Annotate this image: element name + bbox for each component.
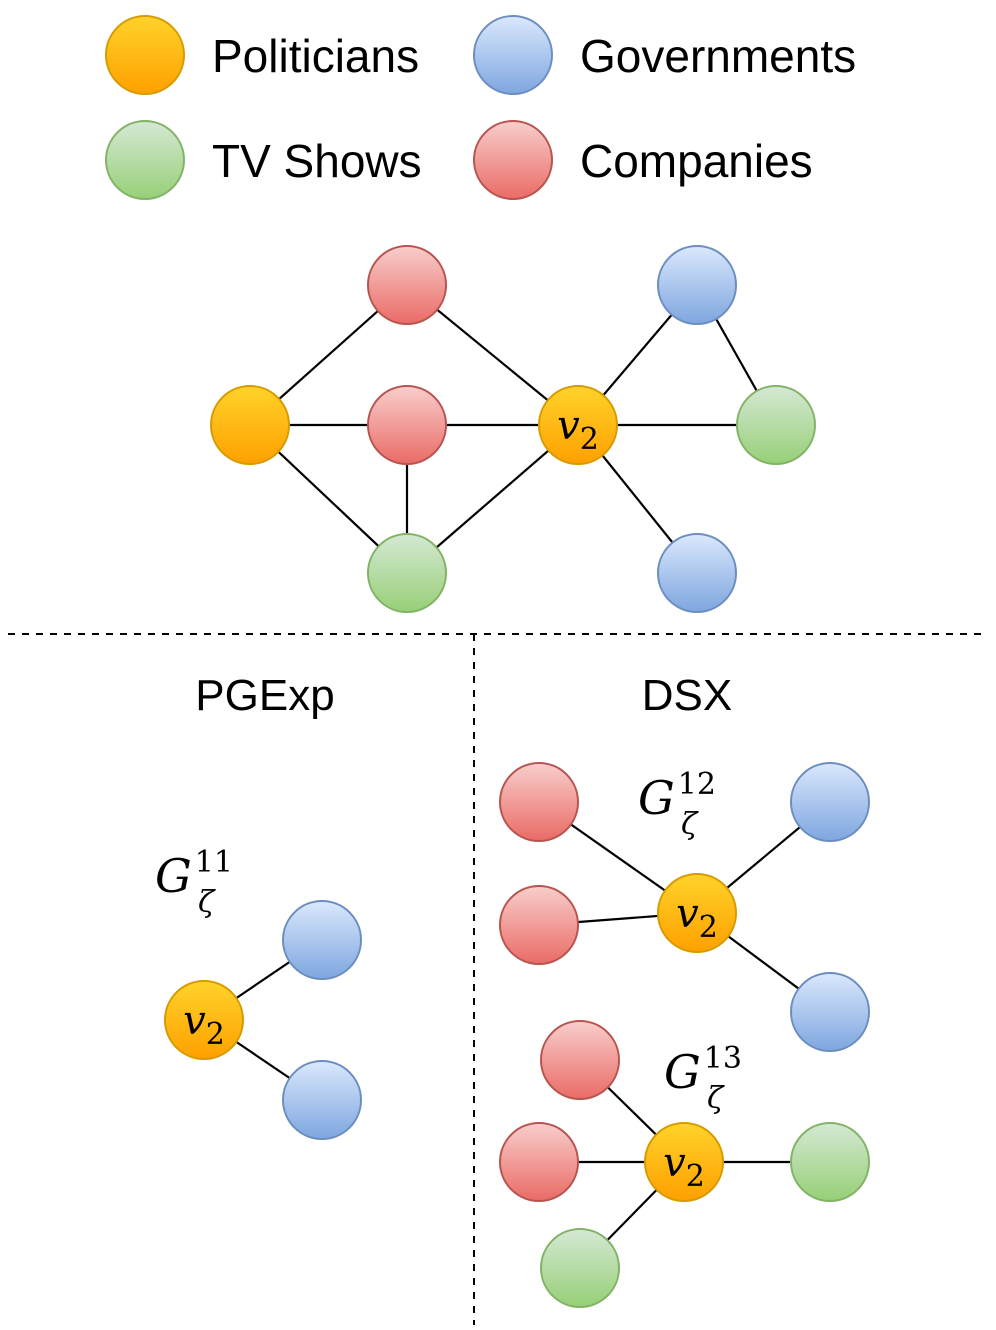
company-node <box>499 885 579 965</box>
tv-show-node <box>540 1228 620 1308</box>
v2-node <box>644 1122 724 1202</box>
legend-company-swatch <box>473 120 553 200</box>
legend-governments-label: Governments <box>580 30 856 82</box>
legend-companies-label: Companies <box>580 135 813 187</box>
v2-node <box>657 873 737 953</box>
tv-show-node <box>736 385 816 465</box>
government-node <box>790 972 870 1052</box>
tv-show-node <box>367 533 447 613</box>
company-node <box>499 762 579 842</box>
v2-label: v2 <box>557 403 599 457</box>
v2-label: v2 <box>183 998 225 1052</box>
politician-node <box>210 385 290 465</box>
company-node <box>367 385 447 465</box>
legend-politicians-label: Politicians <box>212 30 419 82</box>
company-node <box>499 1122 579 1202</box>
v2-label: v2 <box>663 1140 705 1194</box>
government-node <box>282 1060 362 1140</box>
government-node <box>790 762 870 842</box>
company-node <box>367 245 447 325</box>
government-node <box>282 900 362 980</box>
government-node <box>657 245 737 325</box>
legend-tv-show-swatch <box>105 120 185 200</box>
v2-node <box>538 385 618 465</box>
company-node <box>540 1020 620 1100</box>
legend: Politicians Governments TV Shows Compani… <box>105 15 856 200</box>
legend-tv-shows-label: TV Shows <box>212 135 422 187</box>
v2-label: v2 <box>676 891 718 945</box>
government-node <box>657 533 737 613</box>
dsx-title: DSX <box>642 671 732 720</box>
tv-show-node <box>790 1122 870 1202</box>
legend-government-swatch <box>473 15 553 95</box>
full-graph: v2 <box>210 245 816 613</box>
legend-politician-swatch <box>105 15 185 95</box>
v2-node <box>164 980 244 1060</box>
pgexp-title: PGExp <box>195 671 334 720</box>
